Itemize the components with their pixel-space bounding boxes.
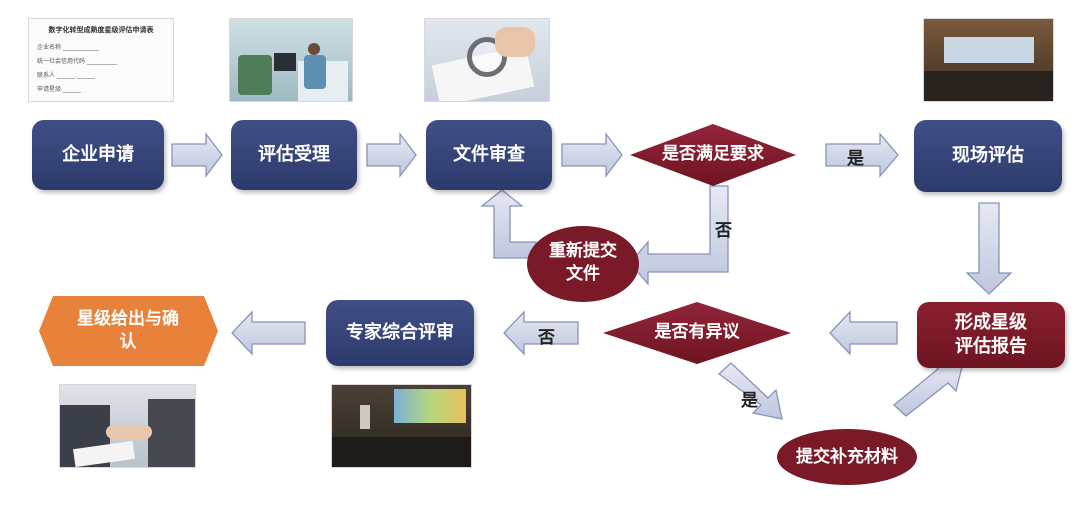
decision-meet-label: 是否满足要求 — [662, 144, 764, 164]
form-fields: 企业名称 ____________ 统一社会信用代码 __________ 联系… — [37, 44, 117, 93]
node-expert: 专家综合评审 — [326, 300, 474, 366]
node-review: 文件审查 — [426, 120, 552, 190]
resubmit-ellipse — [527, 226, 639, 302]
node-onsite: 现场评估 — [914, 120, 1062, 192]
branch-yes-label-2: 是 — [741, 391, 758, 411]
resubmit-label: 重新提交文件 — [549, 241, 617, 284]
supplement-ellipse — [777, 429, 917, 485]
form-title: 数字化转型成熟度星级评估申请表 — [48, 26, 154, 34]
arrow-decision-to-resubmit — [629, 185, 729, 286]
node-accept: 评估受理 — [231, 120, 357, 190]
arrow-resubmit-to-review — [480, 189, 537, 259]
arrow-report-to-decision — [829, 310, 898, 356]
expert-review-photo — [331, 384, 472, 468]
arrow-decision-to-expert — [503, 310, 579, 356]
arrow-expert-to-final — [231, 310, 306, 356]
arrow-review-to-decision — [561, 132, 623, 178]
magnifier-photo — [424, 18, 550, 102]
branch-no-label-2: 否 — [538, 328, 555, 348]
service-desk-photo — [229, 18, 353, 102]
arrow-supplement-to-report — [893, 359, 963, 417]
handshake-photo — [59, 384, 196, 468]
branch-no-label-1: 否 — [715, 221, 732, 241]
decision-has-objection — [603, 302, 791, 364]
arrow-apply-to-accept — [171, 132, 223, 178]
supplement-label: 提交补充材料 — [796, 447, 898, 467]
application-form-photo: 数字化转型成熟度星级评估申请表 企业名称 ____________ 统一社会信用… — [28, 18, 174, 102]
final-hexagon — [39, 296, 218, 366]
final-label: 星级给出与确认 — [77, 309, 179, 352]
branch-yes-label-1: 是 — [847, 149, 864, 169]
node-report: 形成星级评估报告 — [917, 302, 1065, 368]
decision-objection-label: 是否有异议 — [654, 322, 740, 342]
node-apply: 企业申请 — [32, 120, 164, 190]
arrow-accept-to-review — [366, 132, 417, 178]
arrow-decision-to-supplement — [717, 362, 783, 420]
arrow-onsite-to-report — [965, 202, 1013, 295]
arrow-decision-to-onsite — [825, 132, 899, 178]
conference-photo — [923, 18, 1054, 102]
decision-meet-requirements — [630, 124, 796, 186]
